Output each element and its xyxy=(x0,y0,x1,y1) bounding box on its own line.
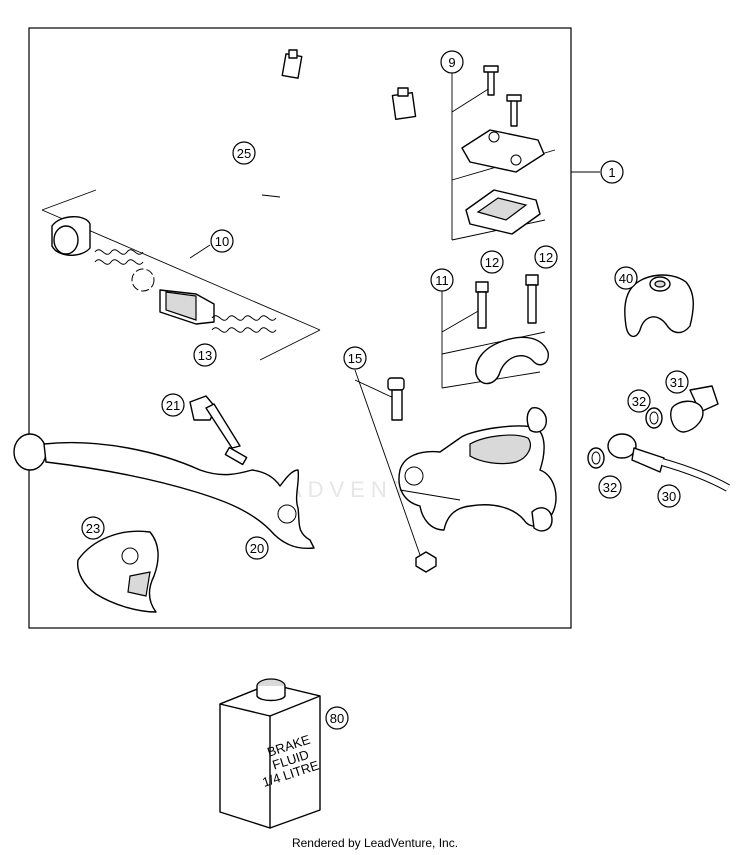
part-master-cylinder xyxy=(398,407,557,532)
svg-text:13: 13 xyxy=(198,348,212,363)
svg-text:21: 21 xyxy=(166,398,180,413)
svg-text:15: 15 xyxy=(348,351,362,366)
svg-text:11: 11 xyxy=(435,273,449,288)
part-handlebar-clamp xyxy=(441,274,549,389)
footer-credit: Rendered by LeadVenture, Inc. xyxy=(291,836,459,850)
callout-21: 21 xyxy=(161,393,185,417)
callout-30: 30 xyxy=(657,484,681,508)
svg-text:40: 40 xyxy=(619,271,633,286)
svg-text:80: 80 xyxy=(330,711,344,726)
svg-text:25: 25 xyxy=(237,146,251,161)
part-clamp-half xyxy=(624,274,694,337)
svg-text:23: 23 xyxy=(86,521,100,536)
svg-text:30: 30 xyxy=(662,489,676,504)
part-piston-kit xyxy=(41,189,321,361)
callout-1: 1 xyxy=(600,160,624,184)
svg-text:20: 20 xyxy=(250,541,264,556)
svg-text:12: 12 xyxy=(485,255,499,270)
svg-text:32: 32 xyxy=(632,394,646,409)
callout-31: 31 xyxy=(665,370,689,394)
part-brake-hose xyxy=(587,385,730,492)
callout-12b: 12 xyxy=(534,245,558,269)
svg-text:31: 31 xyxy=(670,375,684,390)
part-brake-lever xyxy=(13,433,315,550)
assembly-frame xyxy=(28,27,572,629)
svg-text:10: 10 xyxy=(215,234,229,249)
svg-text:32: 32 xyxy=(603,480,617,495)
callout-80: 80 xyxy=(325,706,349,730)
callout-20: 20 xyxy=(245,536,269,560)
svg-text:12: 12 xyxy=(539,250,553,265)
part-reservoir-cover xyxy=(451,62,556,241)
callout-12a: 12 xyxy=(480,250,504,274)
callout-25: 25 xyxy=(232,141,256,165)
part-adjuster xyxy=(189,395,248,466)
callout-40: 40 xyxy=(614,266,638,290)
part-wire-harness xyxy=(261,49,417,276)
callout-13: 13 xyxy=(193,343,217,367)
callout-10: 10 xyxy=(210,229,234,253)
callout-32b: 32 xyxy=(598,475,622,499)
svg-text:9: 9 xyxy=(448,55,455,70)
part-pivot-bolt xyxy=(354,369,437,573)
callout-9: 9 xyxy=(440,50,464,74)
part-brake-fluid-bottle: BRAKE FLUID 1/4 LITRE xyxy=(219,678,321,829)
callout-15: 15 xyxy=(343,346,367,370)
callout-11: 11 xyxy=(430,268,454,292)
svg-text:1: 1 xyxy=(608,165,615,180)
callout-32a: 32 xyxy=(627,389,651,413)
callout-23: 23 xyxy=(81,516,105,540)
part-lever-guard xyxy=(77,530,159,613)
